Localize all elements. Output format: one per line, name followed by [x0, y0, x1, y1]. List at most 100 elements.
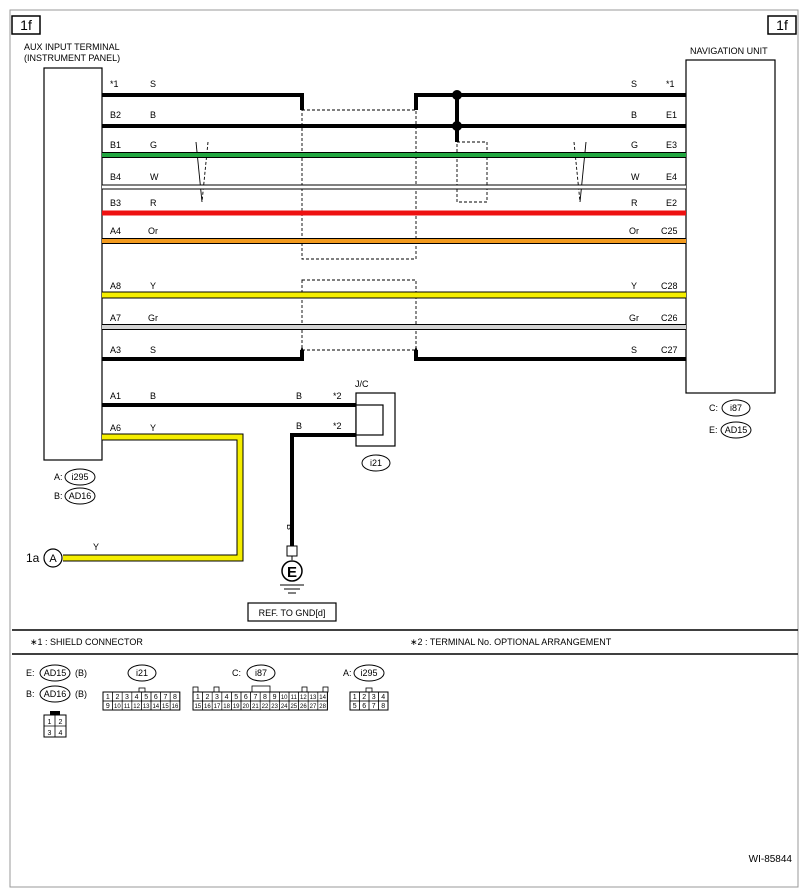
i21-pin-label: 11 — [124, 704, 131, 710]
i21-connector-key — [138, 687, 146, 693]
i87-pin-label: 11 — [291, 695, 298, 701]
i87-pin-label: 28 — [319, 704, 326, 710]
i87-pin-label: 3 — [215, 694, 219, 701]
cv-a-prefix: A: — [343, 668, 352, 678]
i87-pin-label: 13 — [310, 695, 317, 701]
i87-pin-label: 6 — [244, 694, 248, 701]
i87-pin-label: 21 — [252, 704, 259, 710]
i295-pin-label: 1 — [353, 694, 357, 701]
i87-pin-label: 10 — [281, 695, 288, 701]
i87-pin-label: 14 — [319, 695, 326, 701]
jc-out-pin: *2 — [333, 421, 342, 431]
cv-c-prefix: C: — [232, 668, 241, 678]
wire7-right-pin: C26 — [661, 313, 678, 323]
i87-pin-label: 8 — [263, 694, 267, 701]
i87-pin-label: 4 — [225, 694, 229, 701]
jc-out-color: B — [296, 421, 302, 431]
wire-shield-1 — [102, 90, 686, 142]
aux-input-terminal-box — [43, 67, 103, 461]
wire6-left-pin: A8 — [110, 281, 121, 291]
cv-e-id: AD15 — [44, 668, 67, 678]
wire4-right-color: R — [631, 198, 638, 208]
i87-pin-label: 7 — [253, 694, 257, 701]
ad-pin-1: 1 — [48, 719, 52, 726]
cv-i21-oval — [127, 664, 157, 682]
ref-1a-wire-color: Y — [93, 542, 99, 552]
wire8-left-color: S — [150, 345, 156, 355]
wire2-right-color: G — [631, 140, 638, 150]
wire2-left-pin: B1 — [110, 140, 121, 150]
left-conn-b-prefix: B: — [54, 491, 63, 501]
wire5-right-color: Or — [629, 226, 639, 236]
wire6-right-color: Y — [631, 281, 637, 291]
i87-pin-label: 12 — [300, 695, 307, 701]
i21-pin-label: 1 — [106, 694, 110, 701]
wire3-right-pin: E4 — [666, 172, 677, 182]
jc-conn-oval — [361, 454, 391, 472]
i87-pin-label: 17 — [214, 704, 221, 710]
i21-pin-label: 14 — [152, 704, 159, 710]
i21-pin-label: 4 — [135, 694, 139, 701]
wire6-right-pin: C28 — [661, 281, 678, 291]
wire-a1-color: B — [150, 391, 156, 401]
ground-symbol-letter: E — [287, 564, 297, 581]
i21-pin-label: 8 — [173, 694, 177, 701]
ground-ref-label: REF. TO GND[d] — [259, 608, 326, 618]
wire7-left-color: Gr — [148, 313, 158, 323]
wire6-left-color: Y — [150, 281, 156, 291]
note-2: ∗2 : TERMINAL No. OPTIONAL ARRANGEMENT — [410, 637, 612, 647]
wire8-left-pin: A3 — [110, 345, 121, 355]
wire2-right-pin: E3 — [666, 140, 677, 150]
jc-conn-id: i21 — [370, 458, 382, 468]
wire1-right-color: B — [631, 110, 637, 120]
wire-a6 — [63, 433, 244, 562]
wire0-left-color: S — [150, 79, 156, 89]
wire0-right-pin: *1 — [666, 79, 675, 89]
wire3-left-color: W — [150, 172, 159, 182]
shield-box-lower — [301, 279, 417, 351]
jc-in-pin: *2 — [333, 391, 342, 401]
cv-b-id: AD16 — [44, 689, 67, 699]
wire-a1-pin: A1 — [110, 391, 121, 401]
left-unit-title-1: AUX INPUT TERMINAL — [24, 42, 120, 52]
i87-connector-keys — [192, 685, 329, 693]
right-conn-c-prefix: C: — [709, 403, 718, 413]
i87-pin-label: 24 — [281, 704, 288, 710]
wire1-right-pin: E1 — [666, 110, 677, 120]
i87-pin-label: 9 — [273, 694, 277, 701]
i21-pin-label: 6 — [154, 694, 158, 701]
i295-pin-label: 8 — [381, 703, 385, 710]
i87-pin-label: 5 — [234, 694, 238, 701]
navigation-unit-box — [685, 59, 776, 394]
jc-in-color: B — [296, 391, 302, 401]
ref-1a-circle — [43, 548, 63, 568]
ground-wire-color: B — [285, 524, 295, 530]
wire5-right-pin: C25 — [661, 226, 678, 236]
ad-pin-2: 2 — [59, 719, 63, 726]
i21-pin-label: 5 — [144, 694, 148, 701]
jc-label: J/C — [355, 379, 369, 389]
wire-jc-ground — [290, 433, 356, 546]
i21-pin-label: 9 — [106, 703, 110, 710]
i21-pin-label: 7 — [163, 694, 167, 701]
i87-pin-label: 15 — [194, 704, 201, 710]
i87-pin-label: 20 — [242, 704, 249, 710]
twist-marker-left — [195, 141, 209, 203]
wire5-left-pin: A4 — [110, 226, 121, 236]
i87-pin-label: 18 — [223, 704, 230, 710]
right-conn-e-oval — [720, 421, 752, 439]
left-conn-a-prefix: A: — [54, 472, 63, 482]
wire4-left-color: R — [150, 198, 157, 208]
wire1-left-pin: B2 — [110, 110, 121, 120]
corner-tag-right-box — [767, 15, 797, 35]
left-conn-a-oval — [64, 468, 96, 486]
i21-pin-label: 3 — [125, 694, 129, 701]
i87-pin-label: 23 — [271, 704, 278, 710]
i21-pin-label: 10 — [114, 704, 121, 710]
wire1-left-color: B — [150, 110, 156, 120]
i21-pin-label: 12 — [133, 704, 140, 710]
wire5-left-color: Or — [148, 226, 158, 236]
